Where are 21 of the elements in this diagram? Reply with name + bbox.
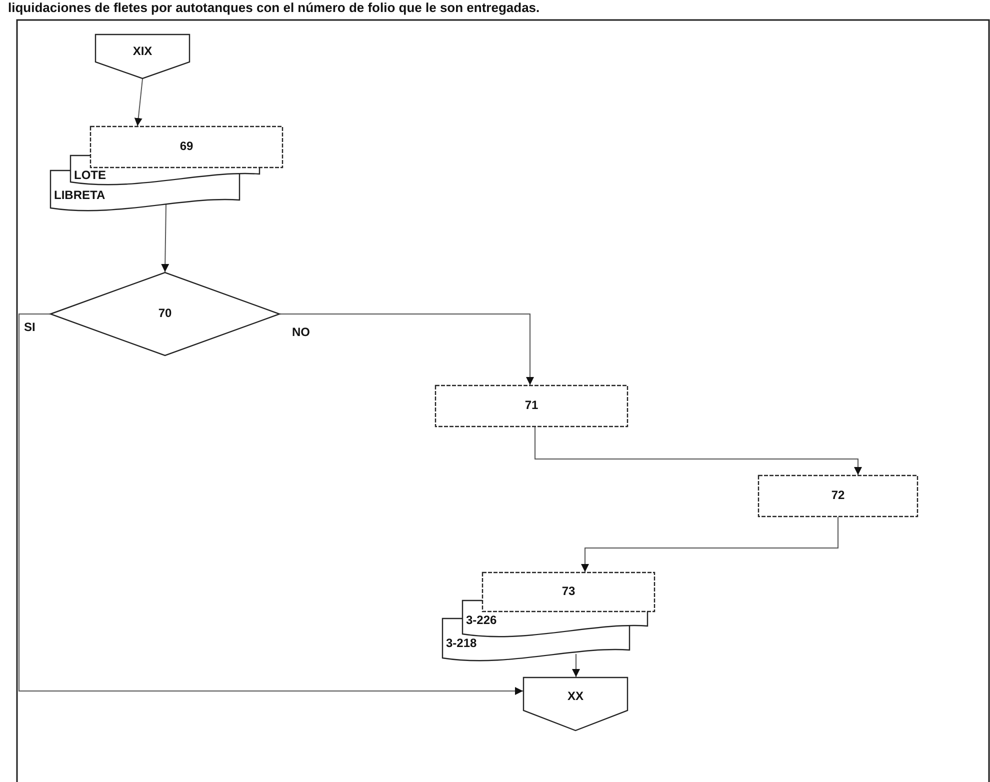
node-label: 69 — [178, 139, 194, 153]
node-label: 3-226 — [466, 613, 497, 627]
arrow — [534, 426, 862, 476]
arrow — [161, 204, 170, 272]
edge-label: SI — [22, 320, 38, 334]
arrow — [18, 314, 524, 695]
node-label: 3-218 — [446, 636, 477, 650]
node-label: 73 — [560, 584, 576, 598]
node-label: 72 — [830, 488, 846, 502]
arrow — [134, 78, 143, 126]
note-text: liquidaciones de fletes por autotanques con el número de folio que le son entregadas. — [8, 0, 540, 15]
node-label: 70 — [157, 306, 173, 320]
arrow — [572, 654, 580, 678]
edge-label: NO — [290, 325, 312, 339]
node-label: XIX — [132, 44, 154, 58]
node-label: LIBRETA — [54, 188, 106, 202]
arrow — [581, 516, 838, 572]
node-label: 71 — [524, 398, 540, 412]
node-label: LOTE — [74, 168, 106, 182]
arrow — [280, 314, 534, 386]
node-label: XX — [566, 688, 584, 703]
